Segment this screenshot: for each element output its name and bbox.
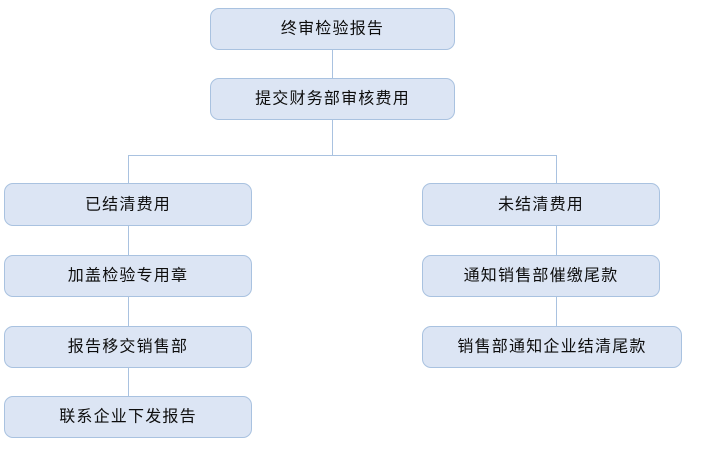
- node-fee-settled[interactable]: 已结清费用: [4, 183, 252, 226]
- node-label: 未结清费用: [497, 194, 584, 213]
- node-label: 销售部通知企业结清尾款: [457, 336, 647, 356]
- node-contact-company-issue-report[interactable]: 联系企业下发报告: [4, 396, 252, 438]
- node-label: 报告移交销售部: [67, 336, 189, 356]
- node-label: 联系企业下发报告: [59, 406, 197, 426]
- node-fee-unsettled[interactable]: 未结清费用: [422, 183, 660, 226]
- edge-branch-to-settled: [128, 155, 129, 183]
- node-label: 提交财务部审核费用: [255, 88, 410, 108]
- node-label: 通知销售部催缴尾款: [463, 265, 619, 285]
- node-submit-finance-review-fee[interactable]: 提交财务部审核费用: [210, 78, 455, 120]
- edge-branch-to-unsettled: [556, 155, 557, 183]
- node-label: 已结清费用: [84, 194, 171, 213]
- edge-branch-bar: [128, 155, 557, 156]
- node-label: 终审检验报告: [280, 18, 385, 38]
- node-sales-notify-company-settle-balance[interactable]: 销售部通知企业结清尾款: [422, 326, 682, 368]
- node-notify-sales-collect-balance[interactable]: 通知销售部催缴尾款: [422, 255, 660, 297]
- edge-root-to-submit: [332, 50, 333, 78]
- edge-unsettled-to-notify: [556, 226, 557, 255]
- edge-submit-to-branch: [332, 120, 333, 155]
- edge-notify-to-sales-notify: [556, 297, 557, 326]
- node-final-inspection-report[interactable]: 终审检验报告: [210, 8, 455, 50]
- edge-settled-to-stamp: [128, 226, 129, 255]
- node-affix-inspection-seal[interactable]: 加盖检验专用章: [4, 255, 252, 297]
- node-label: 加盖检验专用章: [67, 265, 189, 285]
- node-report-to-sales-dept[interactable]: 报告移交销售部: [4, 326, 252, 368]
- edge-transfer-to-contact: [128, 368, 129, 396]
- edge-stamp-to-transfer: [128, 297, 129, 326]
